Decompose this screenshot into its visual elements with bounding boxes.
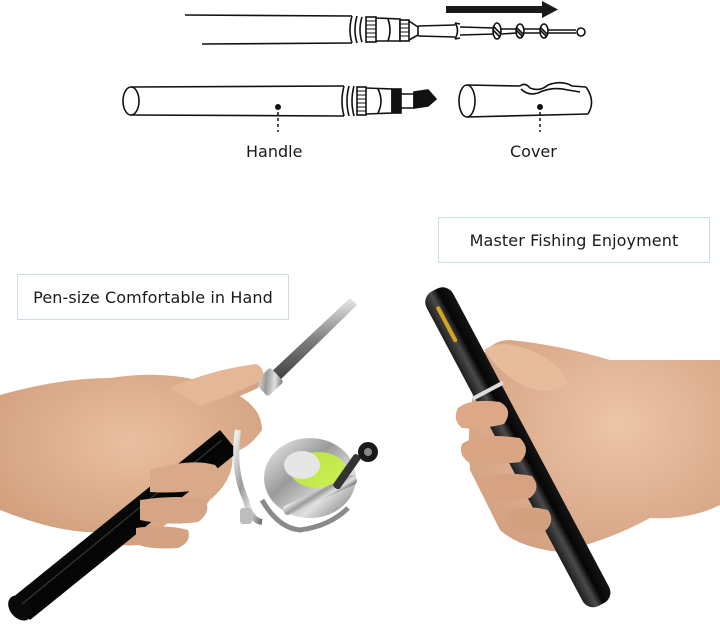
cover-pointer [537,104,543,132]
caption-pen-size: Pen-size Comfortable in Hand [17,274,289,320]
extended-rod-drawing [184,14,586,45]
caption-text: Pen-size Comfortable in Hand [33,287,273,307]
extend-arrow-icon [446,1,558,18]
collapsed-pen-drawing [122,81,593,118]
handle-pointer [275,104,281,132]
caption-master-fishing: Master Fishing Enjoyment [438,217,710,263]
handle-label: Handle [246,142,303,161]
rod-shaft [268,298,357,384]
caption-text: Master Fishing Enjoyment [469,230,679,250]
spinning-reel [233,429,378,533]
cover-label: Cover [510,142,557,161]
